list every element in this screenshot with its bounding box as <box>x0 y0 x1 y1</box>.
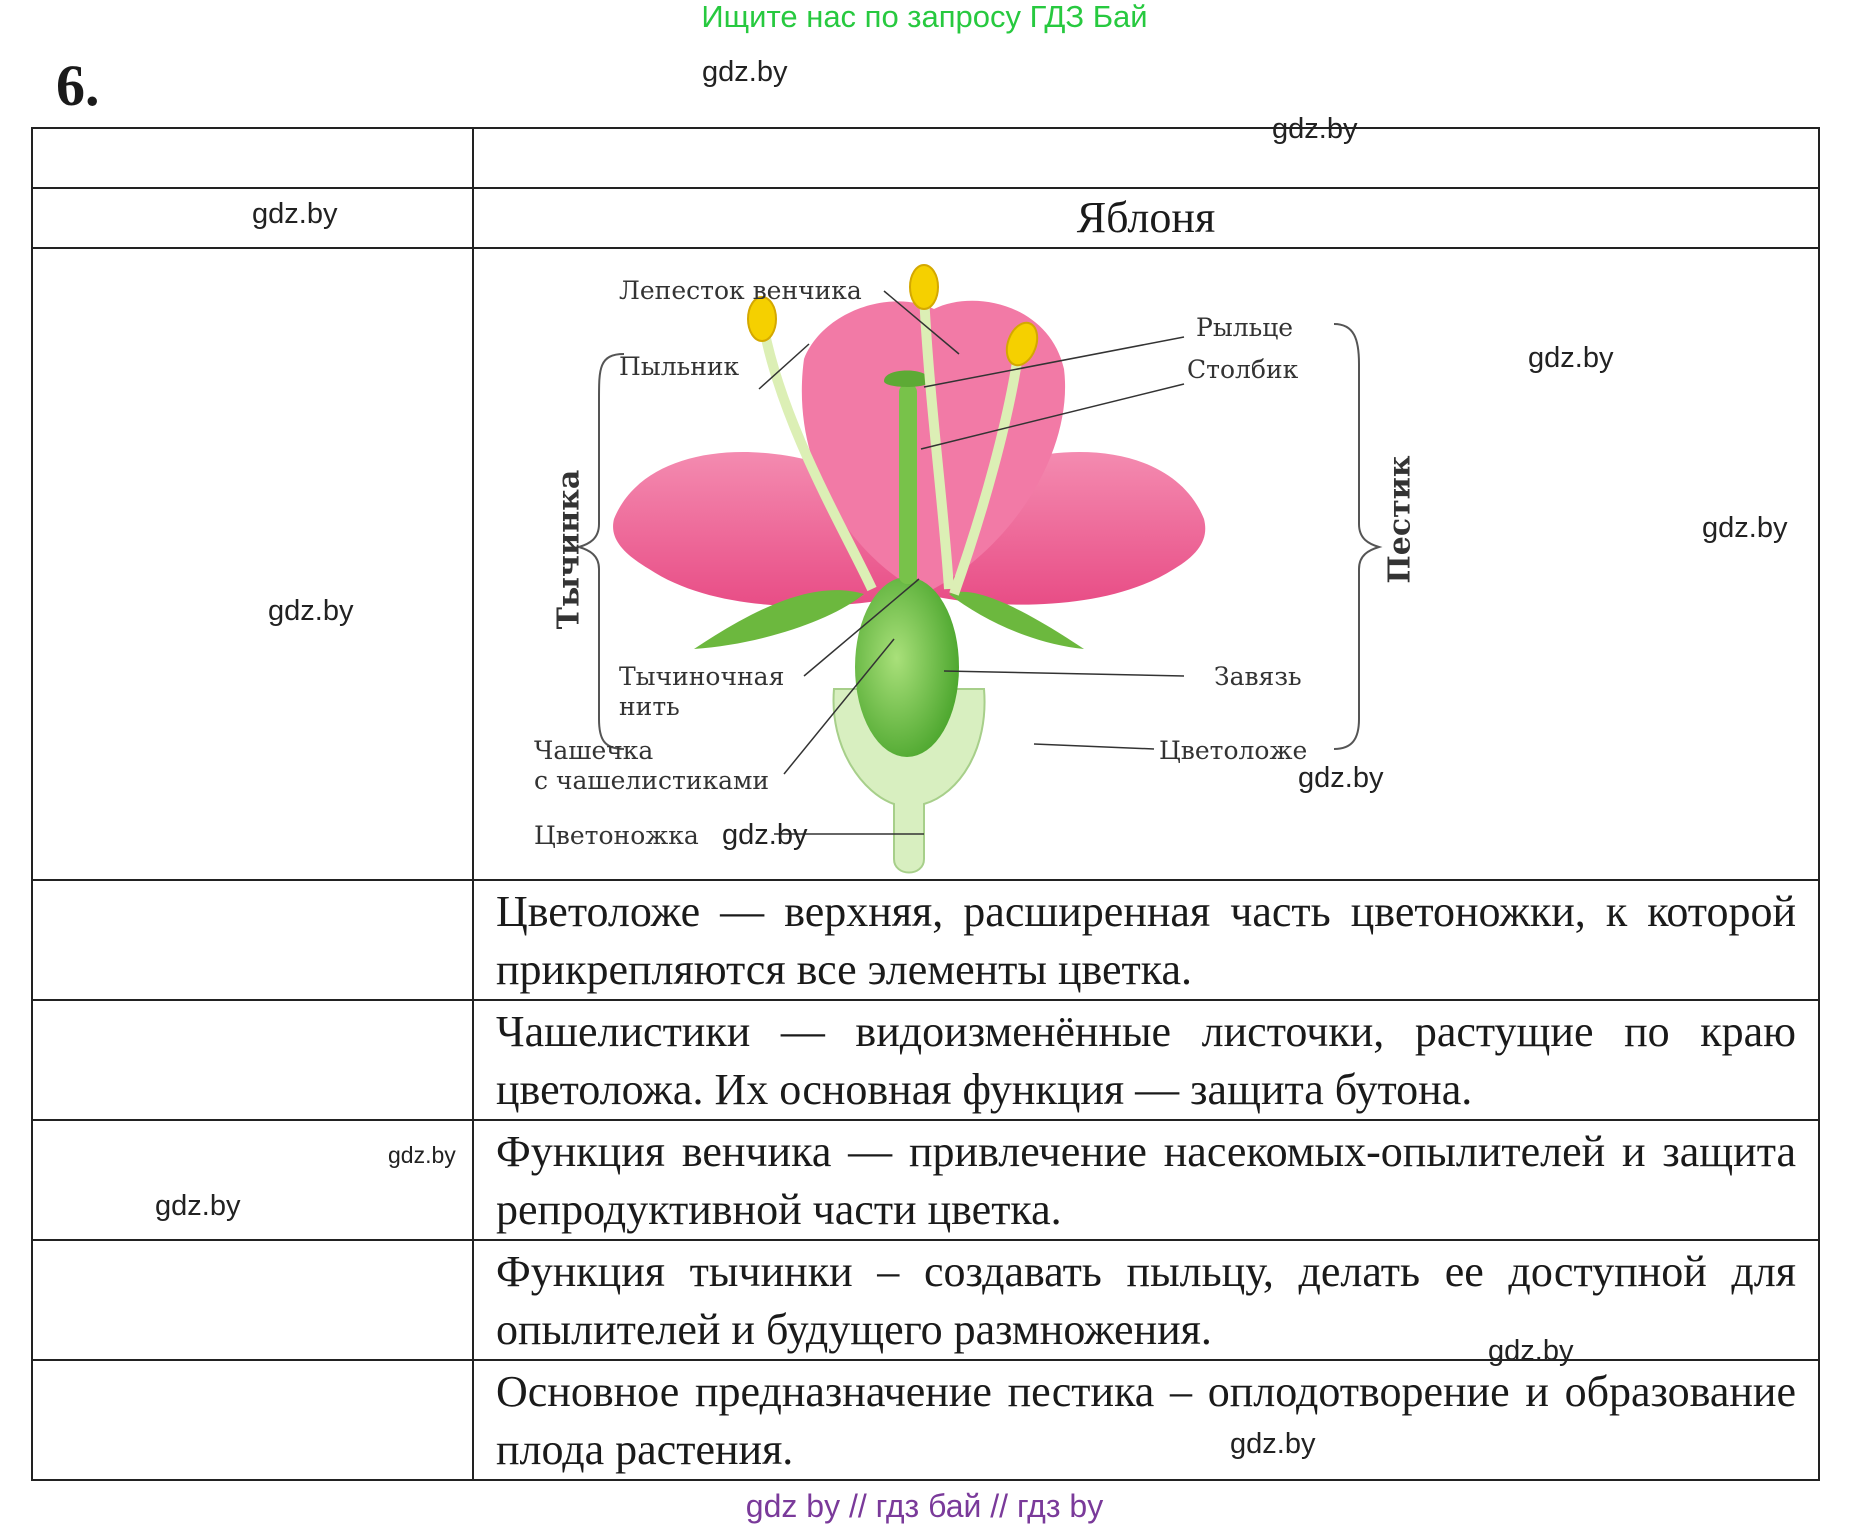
label-pistil: Пестик <box>1382 455 1418 584</box>
table-cell <box>31 999 474 1121</box>
watermark: gdz.by <box>1272 113 1358 145</box>
label-stamen: Тычинка <box>551 469 587 630</box>
watermark: gdz.by <box>1702 512 1788 544</box>
table-cell <box>31 127 474 189</box>
table-row-diagram: Лепесток венчика Пыльник Рыльце Столбик … <box>31 247 1820 881</box>
label-ovary: Завязь <box>1214 662 1302 691</box>
watermark: gdz.by <box>252 198 338 230</box>
watermark: gdz.by <box>1488 1335 1574 1367</box>
table-row-header-empty <box>31 127 1820 189</box>
task-number: 6. <box>56 53 100 118</box>
table-row: Функция тычинки – создавать пыльцу, дела… <box>31 1239 1820 1361</box>
table-row: Цветоложе — верхняя, расширенная часть ц… <box>31 879 1820 1001</box>
flower-illustration <box>575 264 1383 874</box>
watermark: gdz.by <box>702 56 788 88</box>
table-cell <box>31 1239 474 1361</box>
table-title: Яблоня <box>472 187 1820 249</box>
watermark: gdz.by <box>1528 342 1614 374</box>
table-cell <box>31 879 474 1001</box>
footer-links[interactable]: gdz by // гдз бай // гдз by <box>745 1488 1104 1524</box>
stamen-brace <box>575 353 625 750</box>
style-shape <box>899 384 917 584</box>
table-cell <box>472 127 1820 189</box>
label-pedicel: Цветоножка <box>534 821 699 850</box>
label-calyx-2: с чашелистиками <box>534 766 770 795</box>
row-text-pistil: Основное предназначение пестика – оплодо… <box>472 1359 1820 1481</box>
table-row: Основное предназначение пестика – оплодо… <box>31 1359 1820 1481</box>
watermark: gdz.by <box>155 1190 241 1222</box>
watermark: gdz.by <box>722 819 808 851</box>
row-text-receptacle: Цветоложе — верхняя, расширенная часть ц… <box>472 879 1820 1001</box>
left-filament <box>759 328 877 592</box>
ovary-shape <box>855 577 959 757</box>
answer-table: Яблоня <box>31 127 1820 1481</box>
pistil-brace <box>1333 323 1383 750</box>
search-banner[interactable]: Ищите нас по запросу ГДЗ Бай <box>701 0 1148 34</box>
left-anther <box>747 296 777 342</box>
watermark: gdz.by <box>268 595 354 627</box>
watermark: gdz.by <box>1298 762 1384 794</box>
table-cell <box>31 247 474 881</box>
stigma-shape <box>884 370 930 387</box>
row-text-corolla: Функция венчика — привлечение насекомых-… <box>472 1119 1820 1241</box>
label-stigma: Рыльце <box>1196 313 1294 342</box>
left-sepal <box>694 590 864 649</box>
table-cell <box>31 187 474 249</box>
table-row-title: Яблоня <box>31 187 1820 249</box>
label-receptacle: Цветоложе <box>1159 736 1308 765</box>
label-filament-2: нить <box>619 692 680 721</box>
receptacle-shape <box>832 688 986 874</box>
right-sepal <box>949 591 1084 649</box>
watermark: gdz.by <box>388 1142 456 1168</box>
table-row: Чашелистики — видоизменённые листочки, р… <box>31 999 1820 1121</box>
label-style: Столбик <box>1187 355 1299 384</box>
table-cell <box>31 1119 474 1241</box>
table-row: Функция венчика — привлечение насекомых-… <box>31 1119 1820 1241</box>
row-text-stamen: Функция тычинки – создавать пыльцу, дела… <box>472 1239 1820 1361</box>
table-cell <box>31 1359 474 1481</box>
label-anther: Пыльник <box>619 352 740 381</box>
center-anther <box>909 264 939 310</box>
right-filament <box>949 348 1024 596</box>
diagram-cell: Лепесток венчика Пыльник Рыльце Столбик … <box>472 247 1820 881</box>
label-calyx-1: Чашечка <box>534 736 654 765</box>
label-petal: Лепесток венчика <box>619 276 862 305</box>
flower-diagram: Лепесток венчика Пыльник Рыльце Столбик … <box>474 249 1820 879</box>
row-text-sepals: Чашелистики — видоизменённые листочки, р… <box>472 999 1820 1121</box>
label-filament-1: Тычиночная <box>619 662 785 691</box>
watermark: gdz.by <box>1230 1428 1316 1460</box>
center-filament <box>919 293 954 590</box>
right-anther <box>1005 321 1039 367</box>
